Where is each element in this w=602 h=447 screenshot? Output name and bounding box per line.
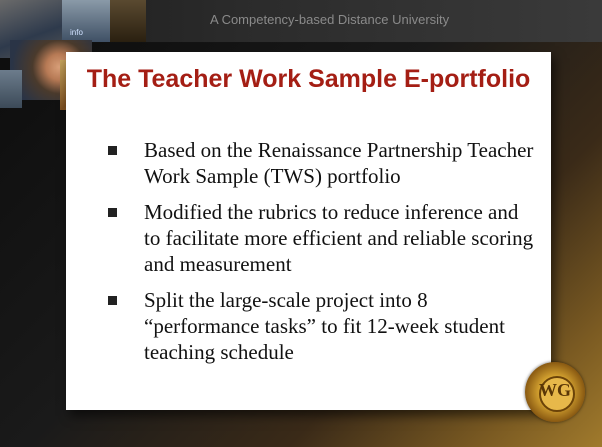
collage-screen-text: info [70, 28, 83, 37]
bullet-text: Modified the rubrics to reduce inference… [144, 200, 534, 276]
bullet-item: Modified the rubrics to reduce inference… [104, 199, 534, 277]
bullet-item: Split the large-scale project into 8 “pe… [104, 287, 534, 365]
collage-photo-book [110, 0, 146, 42]
seal-ring [539, 376, 575, 412]
square-bullet-icon [108, 296, 117, 305]
collage-photo-screen: info [62, 0, 110, 42]
university-seal-logo: WG [525, 362, 585, 422]
seal-monogram: WG [538, 380, 571, 400]
square-bullet-icon [108, 146, 117, 155]
bullet-text: Split the large-scale project into 8 “pe… [144, 288, 505, 364]
slide-title: The Teacher Work Sample E-portfolio [86, 65, 531, 93]
bullet-list: Based on the Renaissance Partnership Tea… [104, 137, 534, 375]
square-bullet-icon [108, 208, 117, 217]
collage-photo-people [0, 70, 22, 108]
bullet-text: Based on the Renaissance Partnership Tea… [144, 138, 534, 188]
content-card [66, 52, 551, 410]
tagline: A Competency-based Distance University [210, 12, 450, 27]
bullet-item: Based on the Renaissance Partnership Tea… [104, 137, 534, 189]
